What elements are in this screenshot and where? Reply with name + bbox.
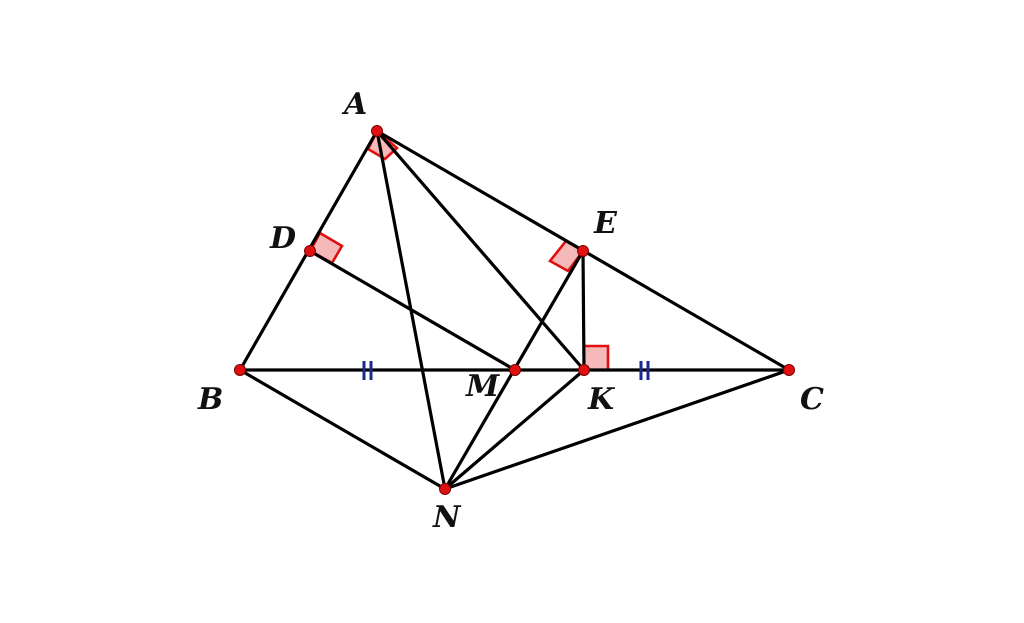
point-m [509, 364, 521, 376]
label-m: M [465, 369, 500, 404]
segment-ak [375, 129, 586, 372]
equal-length-ticks [362, 361, 650, 380]
point-e [577, 245, 589, 257]
label-n: N [432, 500, 462, 535]
label-a: A [341, 87, 367, 122]
label-k: K [587, 382, 616, 417]
point-a [371, 125, 383, 137]
point-b [234, 364, 246, 376]
segment-bn [238, 368, 447, 491]
tick-bm [362, 361, 373, 380]
point-d [304, 245, 316, 257]
label-e: E [593, 206, 618, 241]
point-n [439, 483, 451, 495]
segment-cn [443, 368, 791, 491]
tick-mc [639, 361, 650, 380]
segment-dm [308, 249, 517, 372]
point-c [783, 364, 795, 376]
segment-ek [581, 249, 586, 372]
points [234, 125, 795, 495]
label-b: B [197, 382, 223, 417]
label-d: D [269, 221, 296, 256]
right-angle-mark-e [548, 239, 585, 273]
segment-kn [443, 368, 586, 491]
segments [238, 129, 791, 491]
point-k [578, 364, 590, 376]
label-c: C [800, 382, 824, 417]
point-labels: A B C D E M K N [197, 87, 824, 535]
